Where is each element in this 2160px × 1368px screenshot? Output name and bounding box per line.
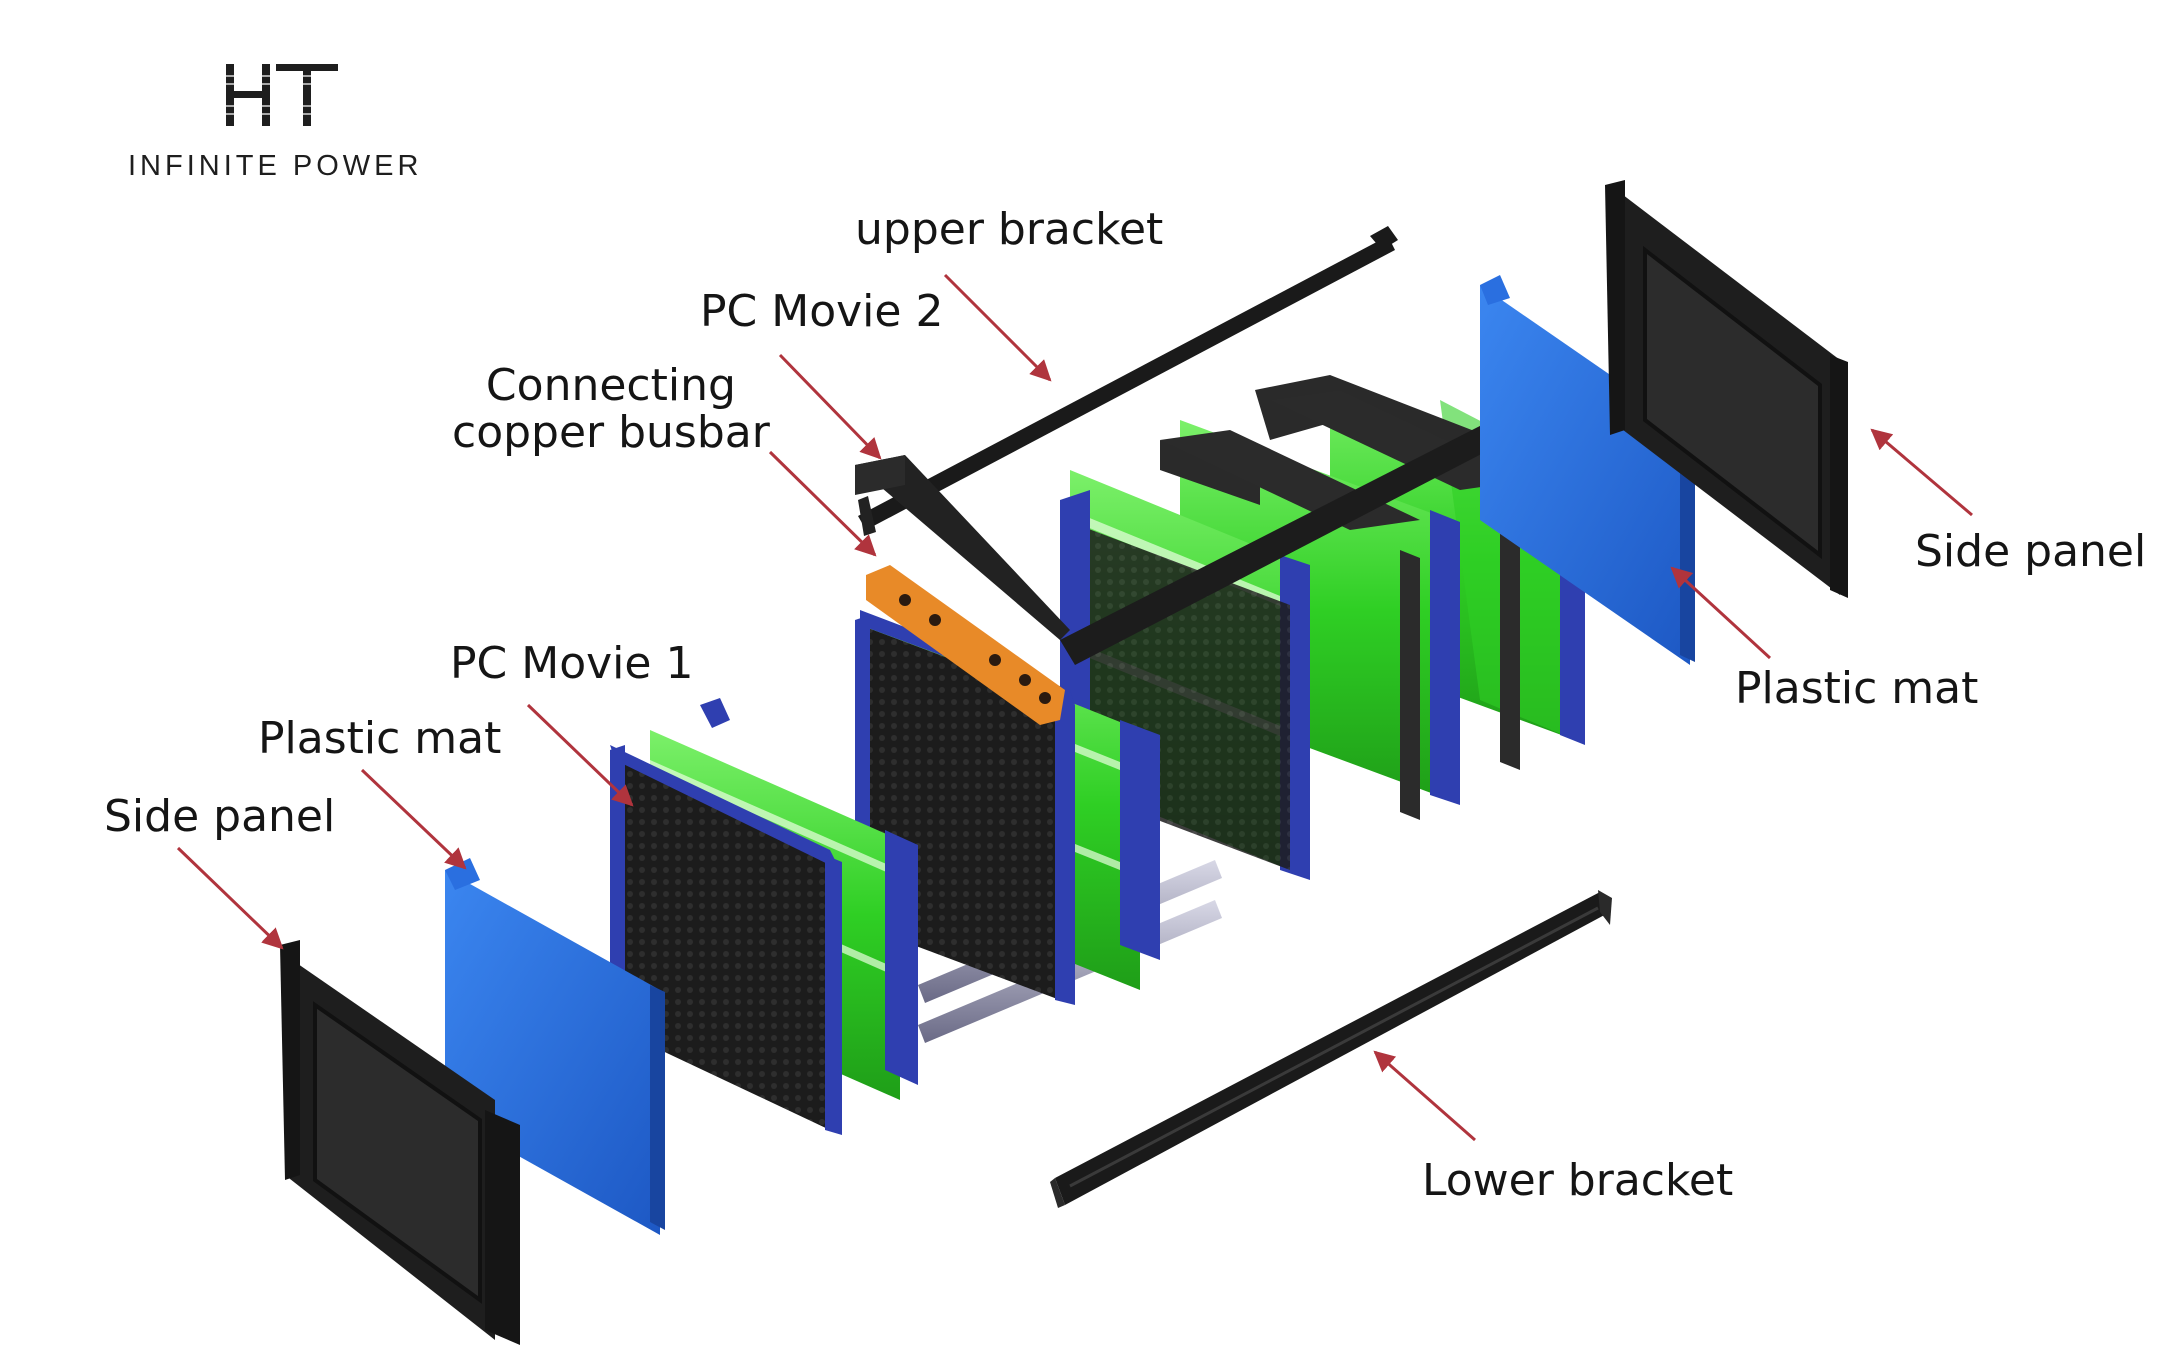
arrow-side-panel-left <box>176 846 284 950</box>
plastic-mat-right <box>1480 275 1695 665</box>
pc-movie-1-module <box>610 698 918 1135</box>
side-panel-right <box>1605 180 1848 598</box>
brand-tagline: INFINITE POWER <box>128 150 423 182</box>
ht-logo-icon <box>222 64 342 126</box>
arrow-pc-movie-1 <box>526 703 634 807</box>
leader-arrows <box>176 273 1973 1142</box>
label-pc-movie-2: PC Movie 2 <box>700 286 944 337</box>
copper-busbar <box>866 565 1065 725</box>
label-upper-bracket: upper bracket <box>855 204 1164 255</box>
label-side-panel-left: Side panel <box>104 791 336 842</box>
label-plastic-mat-right: Plastic mat <box>1735 663 1979 714</box>
arrow-upper-bracket <box>943 273 1052 382</box>
arrow-plastic-mat-right <box>1670 566 1772 660</box>
label-pc-movie-1: PC Movie 1 <box>450 638 694 689</box>
lower-bracket <box>1050 890 1612 1208</box>
side-panel-left <box>280 940 520 1345</box>
label-side-panel-right: Side panel <box>1915 526 2147 577</box>
label-plastic-mat-left: Plastic mat <box>258 713 502 764</box>
arrow-busbar <box>768 450 877 557</box>
upper-bracket <box>858 226 1398 536</box>
label-lower-bracket: Lower bracket <box>1422 1155 1734 1206</box>
arrow-plastic-mat-left <box>360 768 467 870</box>
arrow-pc-movie-2 <box>778 353 882 460</box>
arrow-lower-bracket <box>1373 1050 1476 1142</box>
top-cross-bar <box>1060 375 1595 665</box>
pc-movie-2-bracket <box>855 455 1070 640</box>
arrow-side-panel-right <box>1870 428 1973 517</box>
label-connecting-copper-busbar: Connecting copper busbar <box>452 360 770 458</box>
